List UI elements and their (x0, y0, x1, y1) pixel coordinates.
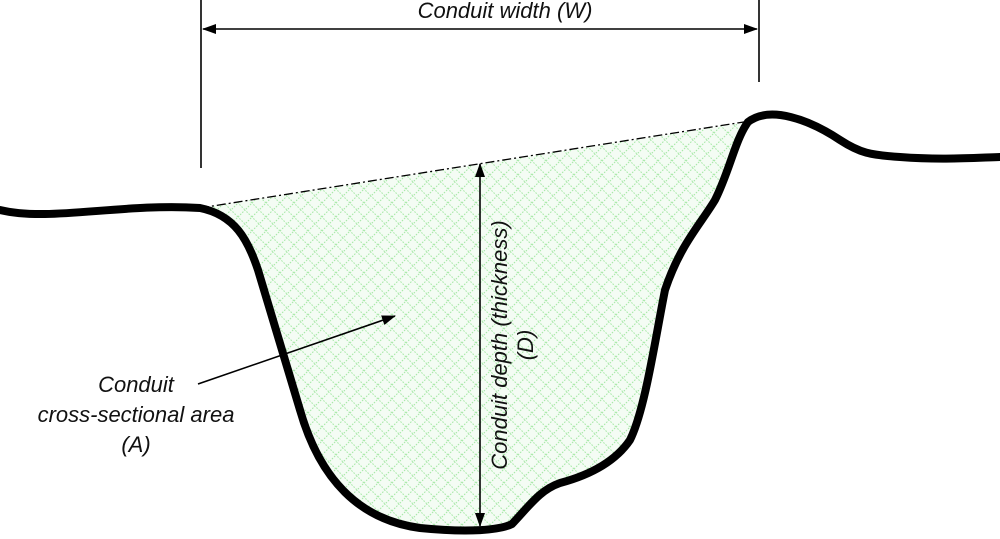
area-label-line3: (A) (121, 432, 150, 457)
width-label: Conduit width (W) (418, 0, 593, 23)
channel-outline (0, 110, 1000, 535)
area-label-line2: cross-sectional area (38, 402, 235, 427)
cross-sectional-area-fill (200, 122, 748, 531)
depth-label: Conduit depth (thickness) (487, 220, 512, 469)
area-pointer-arrow (197, 315, 396, 385)
depth-label-symbol: (D) (513, 330, 538, 361)
area-label-line1: Conduit (98, 372, 175, 397)
